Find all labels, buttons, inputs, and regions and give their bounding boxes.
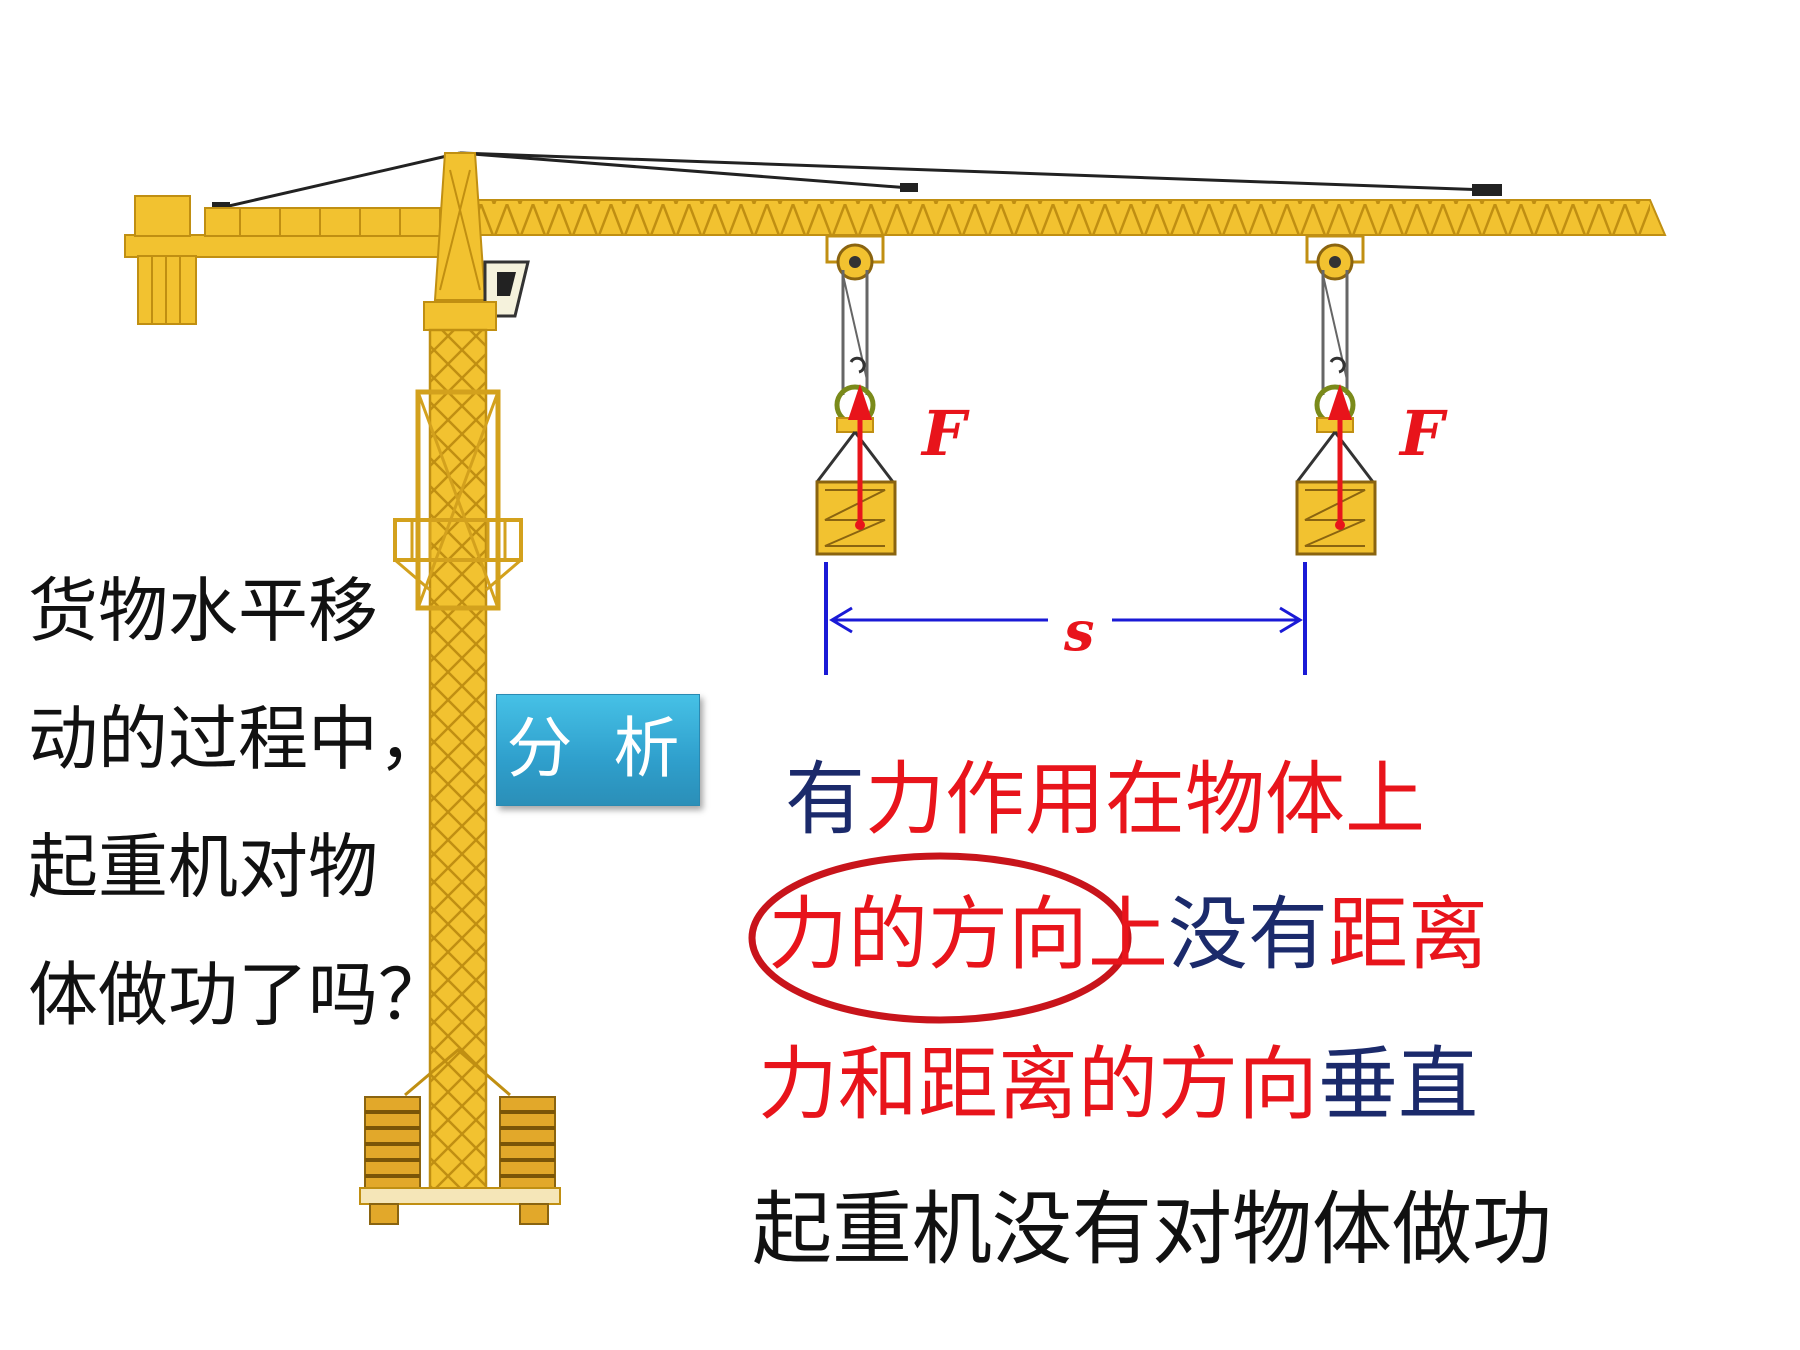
analysis-line-1-part-1: 有 — [785, 753, 865, 846]
question-line-3: 起重机对物 — [28, 826, 378, 908]
force-arrow-right — [1328, 384, 1352, 530]
load-right — [1295, 234, 1377, 556]
analysis-line-1: 有力作用在物体上 — [785, 735, 1425, 851]
analysis-line-3-part-1: 力和距离的方向 — [758, 1038, 1318, 1131]
analysis-line-2-part-1: 力的方向上 — [768, 888, 1168, 981]
force-label-right: F — [1398, 397, 1448, 470]
force-label-left: F — [920, 397, 970, 470]
tie-cables — [219, 151, 1489, 210]
analysis-line-4: 起重机没有对物体做功 — [752, 1183, 1552, 1276]
force-arrow-left — [848, 384, 872, 530]
main-jib — [469, 199, 1667, 236]
analysis-line-3: 力和距离的方向垂直 — [758, 1020, 1478, 1136]
question-line-1: 货物水平移 — [28, 570, 378, 652]
tower-mast — [428, 328, 488, 1192]
question-line-4: 体做功了吗？ — [28, 954, 448, 1036]
analyze-button[interactable]: 分 析 — [496, 694, 700, 806]
analysis-line-2: 力的方向上没有距离 — [768, 870, 1488, 986]
analysis-line-2-part-3: 距离 — [1328, 888, 1488, 981]
question-line-2: 动的过程中， — [28, 698, 448, 780]
distance-marker — [824, 562, 1307, 675]
analysis-line-1-part-2: 力作用在物体上 — [865, 753, 1425, 846]
analysis-line-2-part-2: 没有 — [1168, 888, 1328, 981]
load-left — [815, 234, 897, 556]
analysis-line-3-part-2: 垂直 — [1318, 1038, 1478, 1131]
crane-apex — [433, 152, 487, 301]
tower-base — [359, 1048, 561, 1225]
counter-jib — [124, 195, 446, 325]
climbing-frame — [393, 389, 523, 611]
distance-label: s — [1063, 599, 1094, 663]
highlight-ellipse — [748, 852, 1132, 1024]
